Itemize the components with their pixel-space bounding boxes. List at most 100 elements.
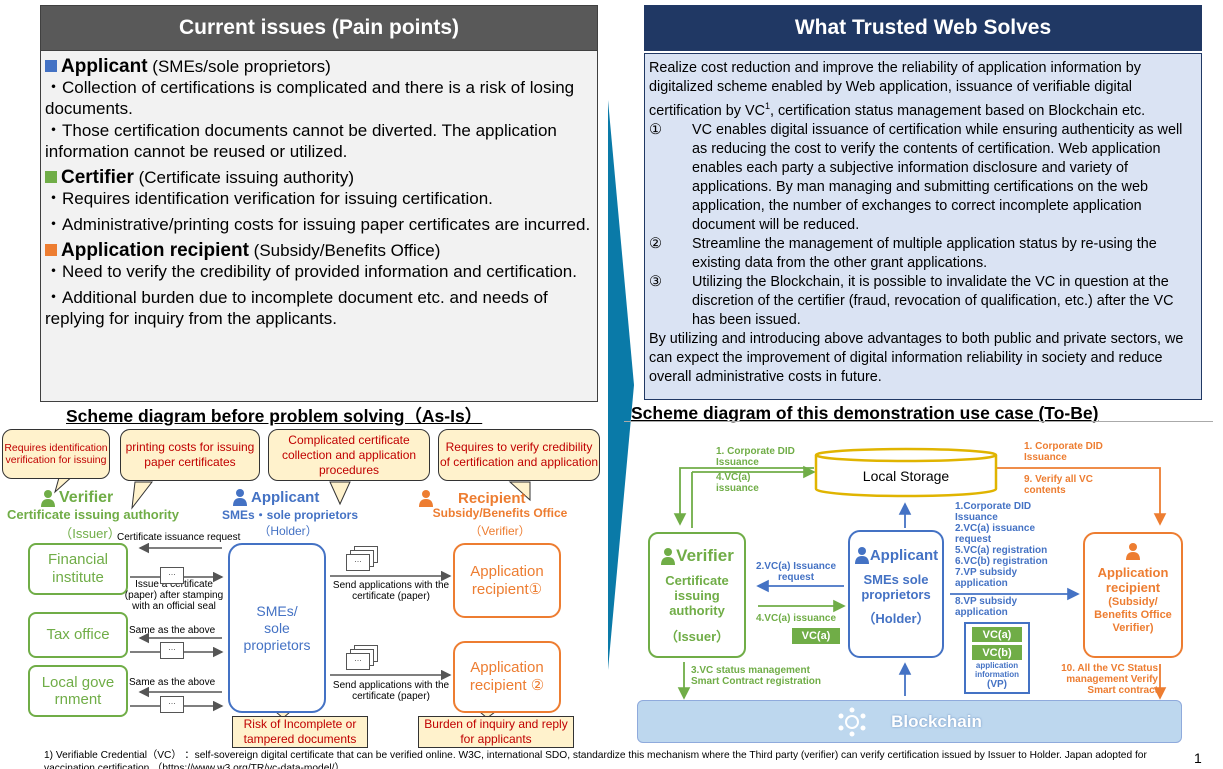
tobe-label-1: 1. Corporate DID Issuance [716,446,795,468]
tobe-step: 7.VP subsidy application [955,567,1018,589]
tobe-title-underline [624,421,1213,422]
tobe-label-10: 10. All the VC Status management Verify … [1061,663,1158,696]
risk-callout: Risk of Incomplete or tampered documents [232,716,368,748]
same-label-2: Same as the above [129,677,216,688]
asis-title: Scheme diagram before problem solving（As… [66,406,483,426]
blockchain-label: Blockchain [891,711,982,731]
point-3: ③ Utilizing the Blockchain, it is possib… [649,273,1197,330]
local-government-box: Local government [28,665,128,717]
asis-recipient-heading: Recipient [418,488,538,508]
tobe-applicant-heading: Applicant [850,546,942,564]
local-storage-cylinder [814,447,998,498]
tobe-label-r1: 1. Corporate DID Issuance [1024,441,1103,463]
intro-text: Realize cost reduction and improve the r… [649,60,1141,119]
asis-recipient-label: Recipient [458,489,526,507]
person-icon [233,489,247,506]
left-panel-header: Current issues (Pain points) [40,5,598,51]
asis-verifier-heading: Verifier [40,488,130,508]
tobe-applicant-box: Applicant SMEs sole proprietors （Holder） [848,530,944,658]
asis-verifier-role: （Issuer） [59,526,121,541]
asis-verifier-sub: Certificate issuing authority [7,507,179,522]
document-icon: … [160,567,184,584]
burden-callout: Burden of inquiry and reply for applican… [418,716,574,748]
person-icon [1126,543,1140,560]
applicant-bullet-2: ・Those certification documents cannot be… [45,121,557,161]
tobe-verifier-role: （Issuer） [664,629,730,644]
asis-recipient-role: （Verifier） [469,524,531,538]
callout-verify-credibility: Requires to verify credibility of certif… [438,429,600,481]
tobe-step: 6.VC(b) registration [955,556,1048,567]
tobe-verifier-sub: Certificate issuing authority [665,573,729,618]
applicant-sub: (SMEs/sole proprietors) [152,57,331,76]
callout-identification: Requires identification verification for… [2,429,110,479]
intro-paragraph: Realize cost reduction and improve the r… [649,59,1197,121]
recipient-title: Application recipient [61,240,249,261]
document-icon: … [160,642,184,659]
point-2: ② Streamline the management of multiple … [649,235,1197,273]
tobe-verifier-label: Verifier [676,546,734,565]
closing-paragraph: By utilizing and introducing above advan… [649,330,1184,385]
tobe-verifier-heading: Verifier [650,546,744,566]
asis-applicant-label: Applicant [251,488,320,506]
applicant-heading: Applicant (SMEs/sole proprietors) [45,56,593,77]
vp-label: (VP) [987,679,1007,690]
certifier-sub: (Certificate issuing authority) [138,168,355,187]
callout-complicated-collection: Complicated certificate collection and a… [268,429,430,481]
blockchain-icon [838,707,866,736]
tobe-recipient-label: Application recipient [1097,565,1169,595]
point-3-number: ③ [649,273,662,290]
asis-holder-label: SMEs/ sole proprietors [243,602,311,653]
recipient-bullet-2: ・Additional burden due to incomplete doc… [45,288,548,328]
point-1: ① VC enables digital issuance of certifi… [649,121,1197,235]
tobe-label-4: 4.VC(a) issuance [716,472,759,494]
vc-a-badge: VC(a) [792,628,840,644]
right-panel-header: What Trusted Web Solves [644,5,1202,51]
recipient-sub: (Subsidy/Benefits Office) [253,241,441,260]
right-panel-title: What Trusted Web Solves [794,16,1052,39]
chevron-arrow [608,100,634,670]
tobe-step: 1.Corporate DID Issuance [955,501,1032,523]
point-2-number: ② [649,235,662,252]
point-3-text: Utilizing the Blockchain, it is possible… [692,273,1174,328]
tobe-verifier-box: Verifier Certificate issuing authority （… [648,532,746,658]
asis-applicant-role: （Holder） [258,524,318,538]
footnote-ref: 1 [764,101,770,111]
recipient-1-box: Application recipient① [453,543,561,618]
issue-cert-label: Issue a certificate (paper) after stampi… [124,579,224,612]
tax-office-box: Tax office [28,612,128,658]
footnote: 1) Verifiable Credential（VC） ：self-sover… [44,750,1147,769]
recipient-heading: Application recipient (Subsidy/Benefits … [45,240,593,261]
tobe-title: Scheme diagram of this demonstration use… [631,403,1099,423]
document-stack-icon: … [346,546,386,576]
certifier-bullet-1: ・Requires identification verification fo… [45,189,493,208]
point-2-text: Streamline the management of multiple ap… [692,235,1157,271]
tobe-label-r9: 9. Verify all VC contents [1024,474,1093,496]
page-number: 1 [1194,750,1202,766]
asis-recipient-sub: Subsidy/Benefits Office [432,506,568,520]
asis-applicant-heading: Applicant [232,487,332,507]
tobe-connector-lines [673,465,1167,700]
tobe-step: 2.VC(a) issuance request [955,523,1036,545]
recipient-bullet-1: ・Need to verify the credibility of provi… [45,262,577,281]
blue-square-icon [45,60,57,72]
left-panel-title: Current issues (Pain points) [178,16,460,39]
document-stack-icon: … [346,645,386,675]
tobe-label-req2: 2.VC(a) Issuance request [755,561,837,583]
orange-square-icon [45,244,57,256]
asis-applicant-sub: SMEs・sole proprietors [221,508,359,522]
tobe-label-iss4: 4.VC(a) issuance [755,613,837,624]
send-label-1: Send applications with the certificate (… [332,580,450,602]
point-1-number: ① [649,121,662,138]
certifier-title: Certifier [61,167,134,188]
callout-printing-costs: printing costs for issuing paper certifi… [120,429,260,481]
financial-institute-box: Financial institute [28,543,128,595]
same-label-1: Same as the above [129,625,216,636]
tobe-applicant-label: Applicant [869,546,939,564]
point-1-text: VC enables digital issuance of certifica… [692,121,1183,233]
applicant-title: Applicant [61,56,148,77]
tobe-applicant-sub: SMEs sole proprietors [861,572,931,602]
applicant-bullet-1: ・Collection of certifications is complic… [45,78,575,118]
vp-vc-a: VC(a) [972,627,1022,642]
tobe-recipient-box: Application recipient (Subsidy/ Benefits… [1083,532,1183,658]
person-icon [661,548,676,565]
